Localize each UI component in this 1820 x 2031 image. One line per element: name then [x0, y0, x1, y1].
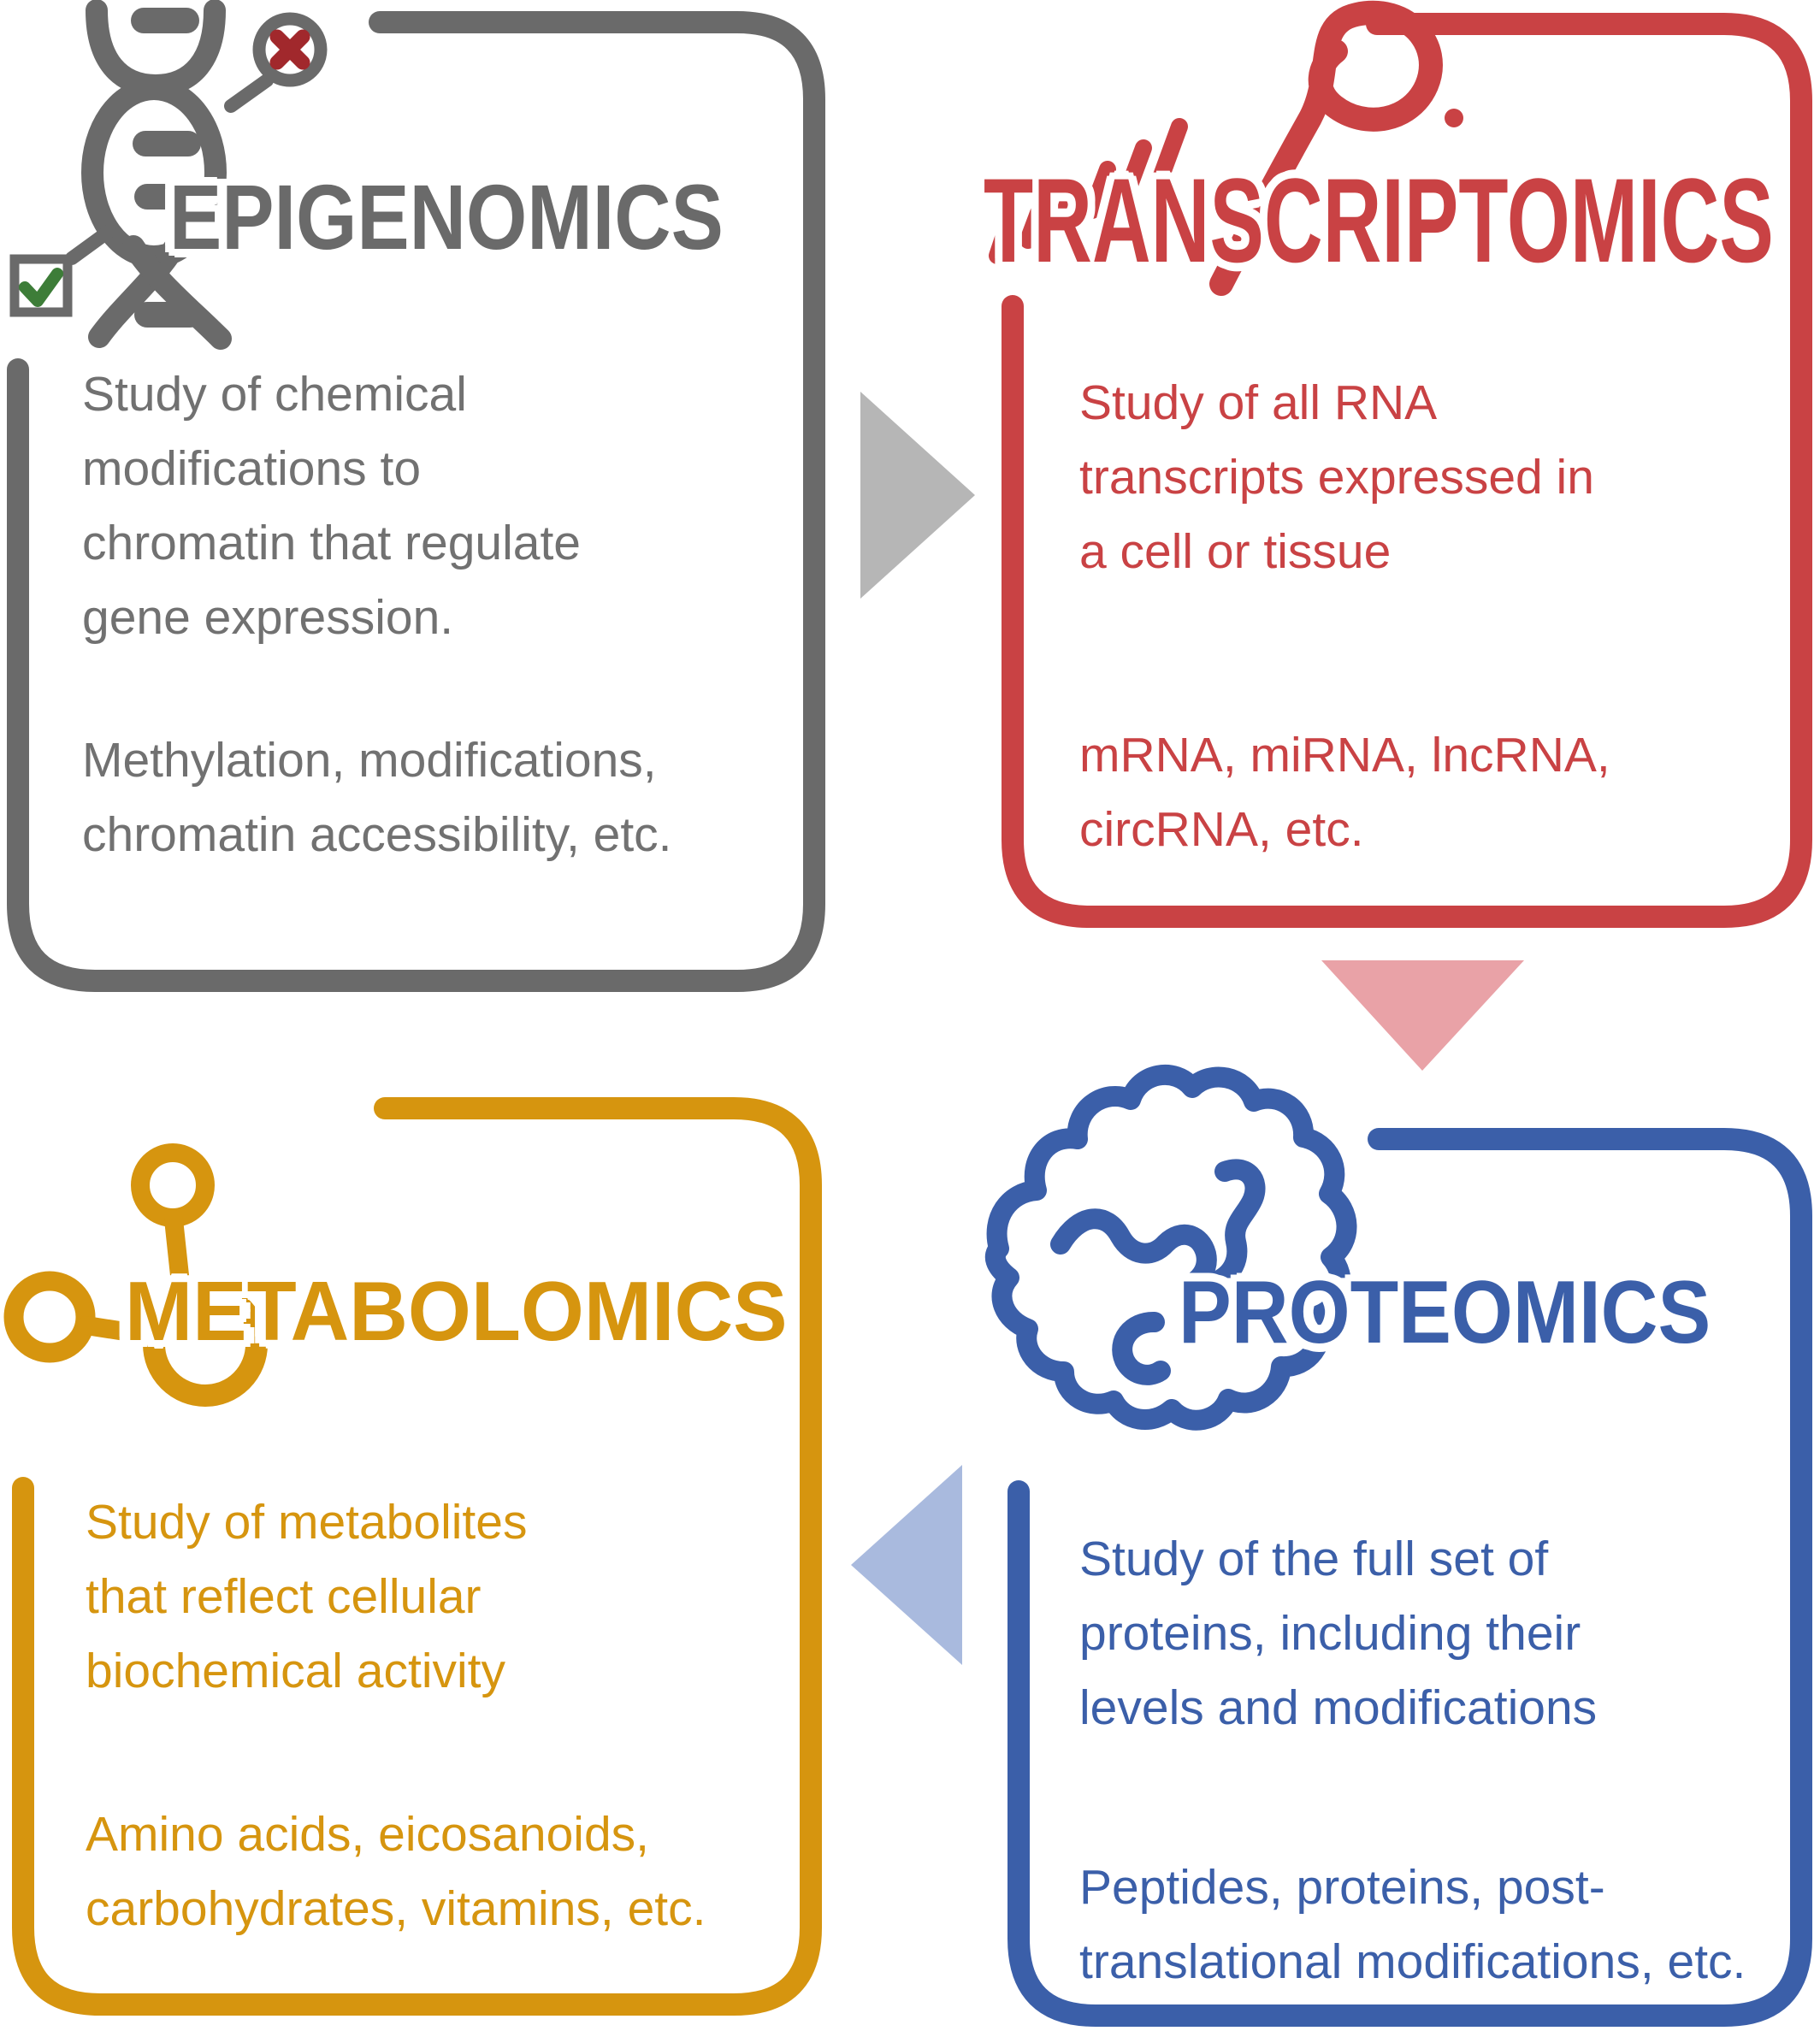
arrow-right-icon: [860, 392, 975, 599]
dna-rung-dot: [194, 208, 216, 230]
epigenomics-description: Study of chemical modifications to chrom…: [82, 367, 581, 645]
arrow-left-icon: [851, 1465, 962, 1665]
epigenomics-examples: Methylation, modifications, chromatin ac…: [82, 733, 672, 862]
proteomics-description: Study of the full set of proteins, inclu…: [1079, 1532, 1598, 1735]
dna-methylation-icon: [9, 0, 328, 350]
checkmark-icon: [19, 268, 63, 307]
arrow-down-icon: [1321, 960, 1524, 1071]
x-mark-icon: [269, 29, 310, 70]
proteomics-examples: Peptides, proteins, post- translational …: [1079, 1860, 1746, 1989]
transcriptomics-box-border: [1002, 13, 1812, 928]
epigenomics-box-border: [7, 11, 825, 992]
transcriptomics-examples: mRNA, miRNA, lncRNA, circRNA, etc.: [1079, 728, 1610, 857]
protein-blob-icon: [984, 1065, 1357, 1431]
epigenomics-title: EPIGENOMICS: [169, 165, 724, 269]
metabolomics-examples: Amino acids, eicosanoids, carbohydrates,…: [86, 1807, 706, 1936]
metabolomics-description: Study of metabolites that reflect cellul…: [86, 1495, 528, 1698]
metabolomics-box-border: [12, 1097, 822, 2016]
transcriptomics-title: TRANSCRIPTOMICS: [984, 153, 1774, 287]
molecule-icon: [3, 1143, 268, 1407]
proteomics-title: PROTEOMICS: [1179, 1263, 1711, 1362]
transcriptomics-description: Study of all RNA transcripts expressed i…: [1079, 375, 1594, 579]
proteomics-box-border: [1008, 1128, 1812, 2027]
metabolomics-title: METABOLOMICS: [125, 1264, 788, 1358]
